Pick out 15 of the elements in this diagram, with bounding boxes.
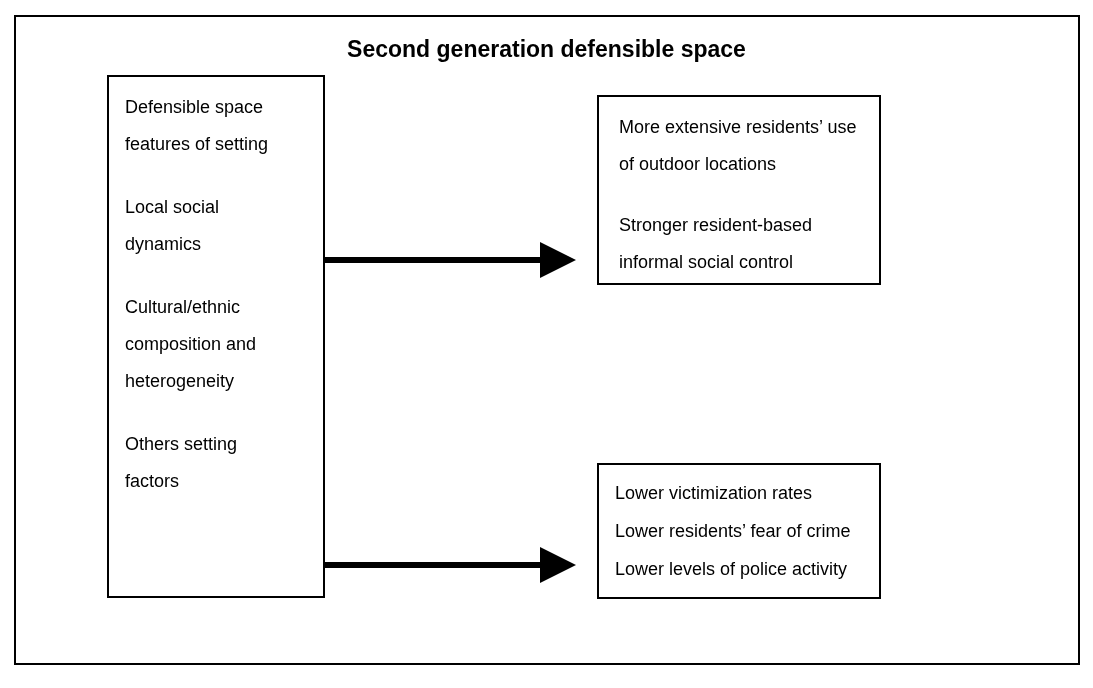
- diagram-title: Second generation defensible space: [346, 35, 747, 64]
- box-text: Lower levels of police activity: [615, 558, 849, 581]
- text-box: [107, 75, 325, 598]
- box-text: Lower residents’ fear of crime: [615, 520, 852, 543]
- arrow: [325, 242, 576, 278]
- box-text: Stronger resident-based informal social control: [619, 214, 814, 274]
- text-box: [597, 463, 881, 599]
- arrow: [325, 547, 576, 583]
- box-text: Others setting factors: [125, 433, 239, 493]
- box-text: Cultural/ethnic composition and heterogeneity: [125, 296, 258, 393]
- box-text: Lower victimization rates: [615, 482, 814, 505]
- box-text: Defensible space features of setting: [125, 96, 270, 156]
- box-text: Local social dynamics: [125, 196, 221, 256]
- box-text: More extensive residents’ use of outdoor locations: [619, 116, 858, 176]
- text-box: [597, 95, 881, 285]
